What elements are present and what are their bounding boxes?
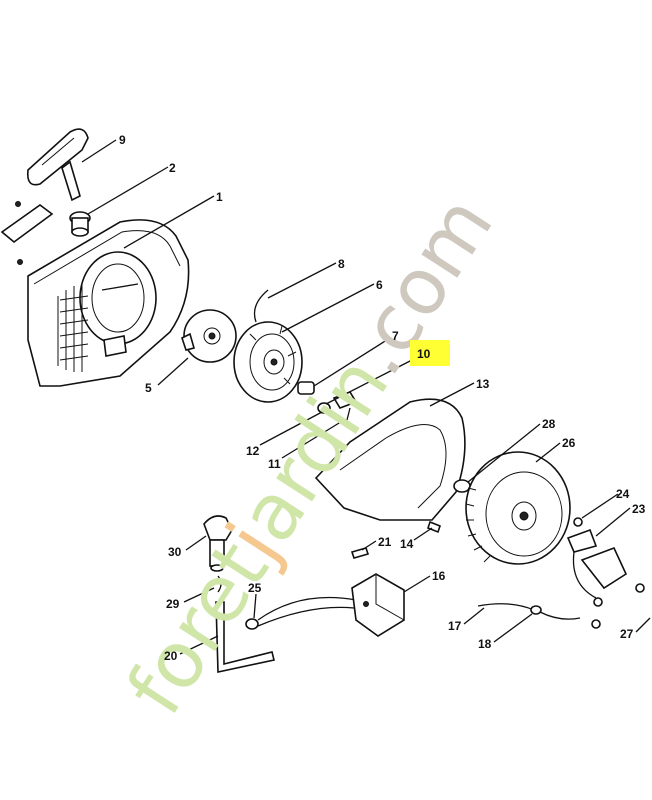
- part-16-ignition-module: [351, 573, 405, 637]
- callout-9: 9: [119, 133, 126, 147]
- leader-lines: [81, 139, 651, 655]
- callout-18: 18: [478, 637, 492, 651]
- callout-8: 8: [338, 257, 345, 271]
- part-26-flywheel: [465, 451, 571, 565]
- callout-labels: 9 2 1 8 6 5 7 10 12 11 13 28 26 24 23 30…: [119, 133, 646, 663]
- part-5-pawl-disc: [181, 309, 237, 363]
- callout-25: 25: [248, 581, 262, 595]
- callout-16: 16: [432, 569, 446, 583]
- part-1-starter-housing: [27, 219, 190, 387]
- callout-7: 7: [392, 329, 399, 343]
- callout-1: 1: [216, 190, 223, 204]
- part-2-rope-guide: [69, 211, 91, 237]
- callout-29: 29: [166, 597, 180, 611]
- part-17-cable: [477, 603, 581, 620]
- callout-11: 11: [268, 457, 281, 471]
- callout-6: 6: [376, 278, 383, 292]
- part-25-ignition-lead: [245, 596, 357, 630]
- part-12-washer: [317, 402, 331, 414]
- part-27-screw: [591, 583, 645, 629]
- part-28-bush: [453, 479, 471, 493]
- callout-28: 28: [542, 417, 556, 431]
- callout-5: 5: [145, 381, 152, 395]
- part-13-fan-cover: [314, 398, 466, 521]
- part-30-plug-boot: [203, 515, 233, 572]
- callout-13: 13: [476, 377, 490, 391]
- part-9-starter-handle: [26, 128, 89, 202]
- callout-14: 14: [400, 537, 414, 551]
- callout-24: 24: [616, 487, 630, 501]
- callout-2: 2: [169, 161, 176, 175]
- part-21-screw: [350, 547, 370, 559]
- callout-10: 10: [417, 347, 431, 361]
- callout-17: 17: [448, 619, 462, 633]
- callout-12: 12: [246, 444, 260, 458]
- callout-21: 21: [378, 535, 392, 549]
- callout-27: 27: [620, 627, 634, 641]
- part-23-bracket: [566, 528, 628, 607]
- part-24-screw: [573, 517, 583, 527]
- part-14-screw: [427, 520, 441, 534]
- callout-26: 26: [562, 436, 576, 450]
- callout-23: 23: [632, 502, 646, 516]
- part-18-terminal: [530, 605, 542, 615]
- part-20-wrench: [215, 601, 275, 673]
- callout-20: 20: [164, 649, 178, 663]
- callout-10-highlight: [410, 340, 450, 366]
- callout-30: 30: [168, 545, 182, 559]
- part-8-recoil-spring: [253, 289, 269, 323]
- part-small-plate: [0, 201, 54, 265]
- part-29-clip: [217, 575, 222, 593]
- part-6-rope-rotor: [233, 321, 303, 403]
- part-7-sleeve: [297, 381, 315, 395]
